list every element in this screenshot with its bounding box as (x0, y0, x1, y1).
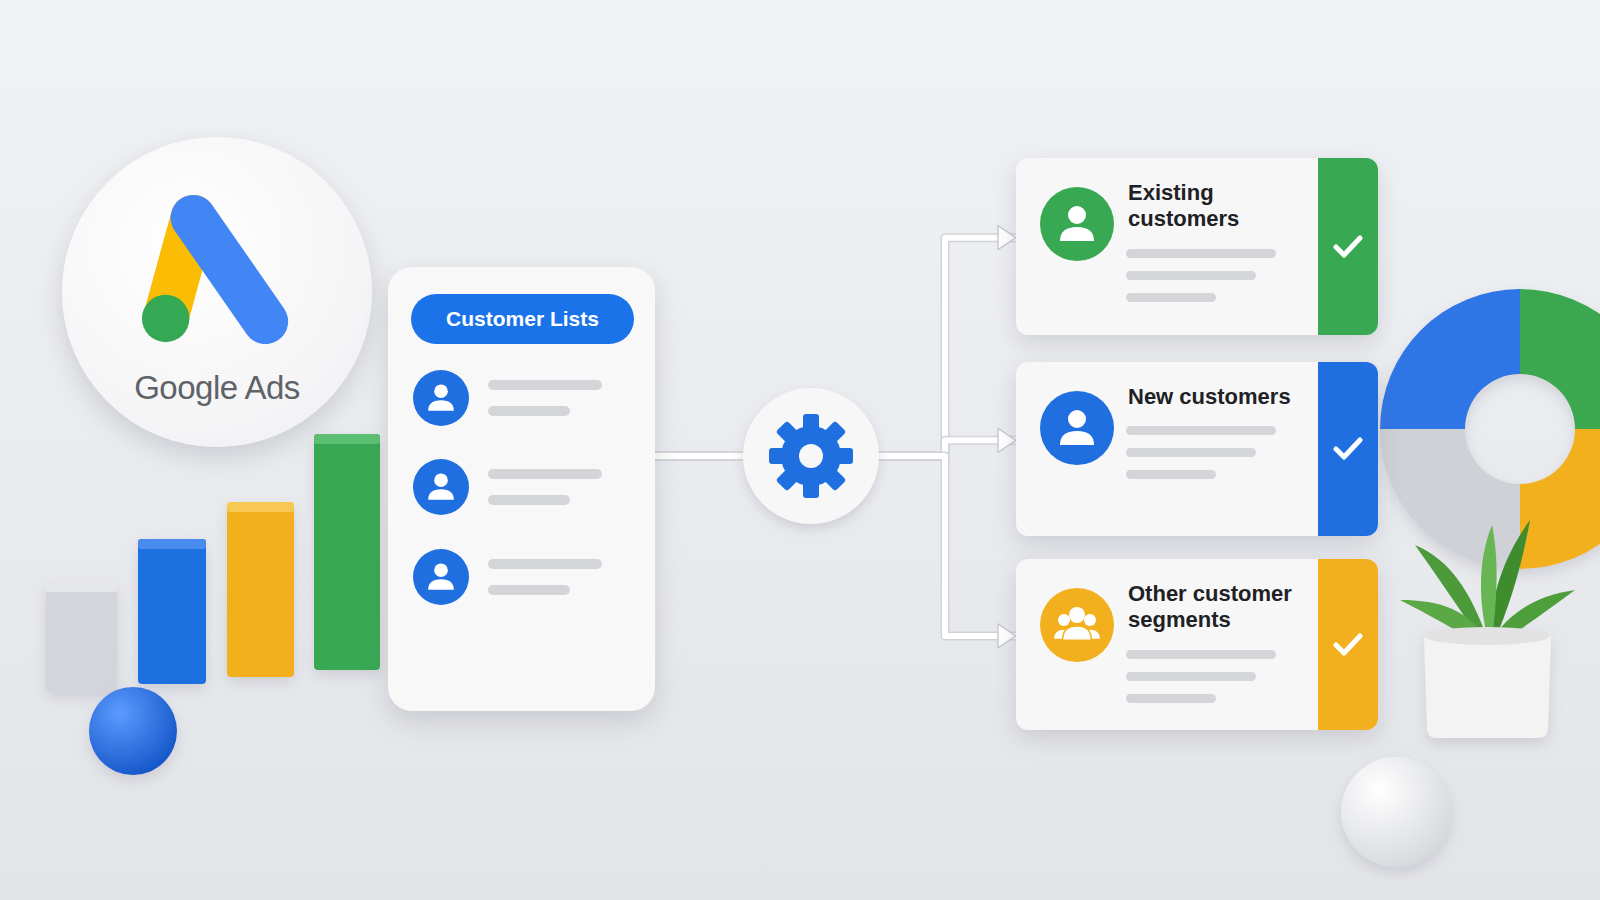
segment-card: New customers (1016, 362, 1378, 536)
flow-connector (655, 456, 1016, 648)
potted-plant (1400, 520, 1575, 738)
connector-line (655, 238, 1016, 456)
person-body (428, 579, 454, 590)
color-strip (1318, 559, 1378, 730)
group-head (1058, 614, 1070, 626)
person-body (1060, 431, 1094, 445)
placeholder-line (1126, 249, 1276, 258)
person-head (434, 384, 448, 398)
segment-card: Existing customers (1016, 158, 1378, 335)
check-stroke (1336, 440, 1360, 457)
placeholder-line (488, 585, 570, 595)
placeholder-line (1126, 448, 1256, 457)
gear-hole (799, 444, 823, 468)
placeholder-line (1126, 694, 1216, 703)
placeholder-line (488, 559, 602, 569)
placeholder-line (1126, 650, 1276, 659)
white-sphere (1341, 757, 1451, 867)
google-ads-logo (139, 195, 297, 353)
placeholder-line (1126, 470, 1216, 479)
person-head (434, 563, 448, 577)
logo-label: Google Ads (62, 369, 372, 407)
person-body (1060, 227, 1094, 241)
group-head (1084, 614, 1096, 626)
gear-body (781, 426, 841, 486)
icon-circle (413, 549, 469, 605)
person-body (428, 400, 454, 411)
person-head (434, 473, 448, 487)
placeholder-line (488, 495, 570, 505)
group-body (1063, 626, 1092, 640)
group-head (1069, 607, 1085, 623)
card-text-block: New customers (1128, 384, 1316, 410)
placeholder-line (1126, 672, 1256, 681)
person-head (1068, 206, 1086, 224)
group-icon (1037, 585, 1117, 665)
card-title: Other customer segments (1128, 581, 1316, 634)
color-strip (1318, 158, 1378, 335)
card-title: Existing customers (1128, 180, 1316, 233)
icon-circle (1040, 391, 1114, 465)
placeholder-lines (1126, 249, 1326, 319)
arrow-head (998, 624, 1016, 648)
connector-line (655, 456, 1016, 636)
card-text-block: Existing customers (1128, 180, 1316, 233)
check-mark (1333, 632, 1363, 658)
icon-circle (1040, 588, 1114, 662)
placeholder-lines (1126, 650, 1326, 720)
placeholder-lines (1126, 426, 1326, 496)
list-panel: Customer Lists (388, 267, 655, 711)
logo-circle: Google Ads (62, 137, 372, 447)
connector-outline (655, 238, 1016, 456)
icon-circle (413, 370, 469, 426)
person-icon (1037, 184, 1117, 264)
color-strip (1318, 362, 1378, 536)
logo-green-dot (142, 295, 189, 342)
check-stroke (1336, 238, 1360, 255)
logo-blue-bar (193, 218, 265, 322)
arrow-head (998, 226, 1016, 250)
arrow-head (998, 428, 1016, 452)
card-title: New customers (1128, 384, 1316, 410)
check-stroke (1336, 636, 1360, 653)
placeholder-line (1126, 426, 1276, 435)
icon-circle (413, 459, 469, 515)
segment-card: Other customer segments (1016, 559, 1378, 730)
placeholder-line (488, 406, 570, 416)
blue-sphere (89, 687, 177, 775)
list-header-text: Customer Lists (446, 307, 599, 331)
placeholder-line (1126, 293, 1216, 302)
check-mark (1333, 436, 1363, 462)
placeholder-line (1126, 271, 1256, 280)
person-icon (1037, 388, 1117, 468)
connector-outline (655, 456, 1016, 636)
check-mark (1333, 234, 1363, 260)
icon-circle (1040, 187, 1114, 261)
person-body (428, 489, 454, 500)
card-text-block: Other customer segments (1128, 581, 1316, 634)
bar-chart (46, 434, 380, 692)
placeholder-line (488, 380, 602, 390)
placeholder-line (488, 469, 602, 479)
donut-chart (1380, 289, 1600, 569)
list-header-pill: Customer Lists (411, 294, 634, 344)
person-head (1068, 410, 1086, 428)
